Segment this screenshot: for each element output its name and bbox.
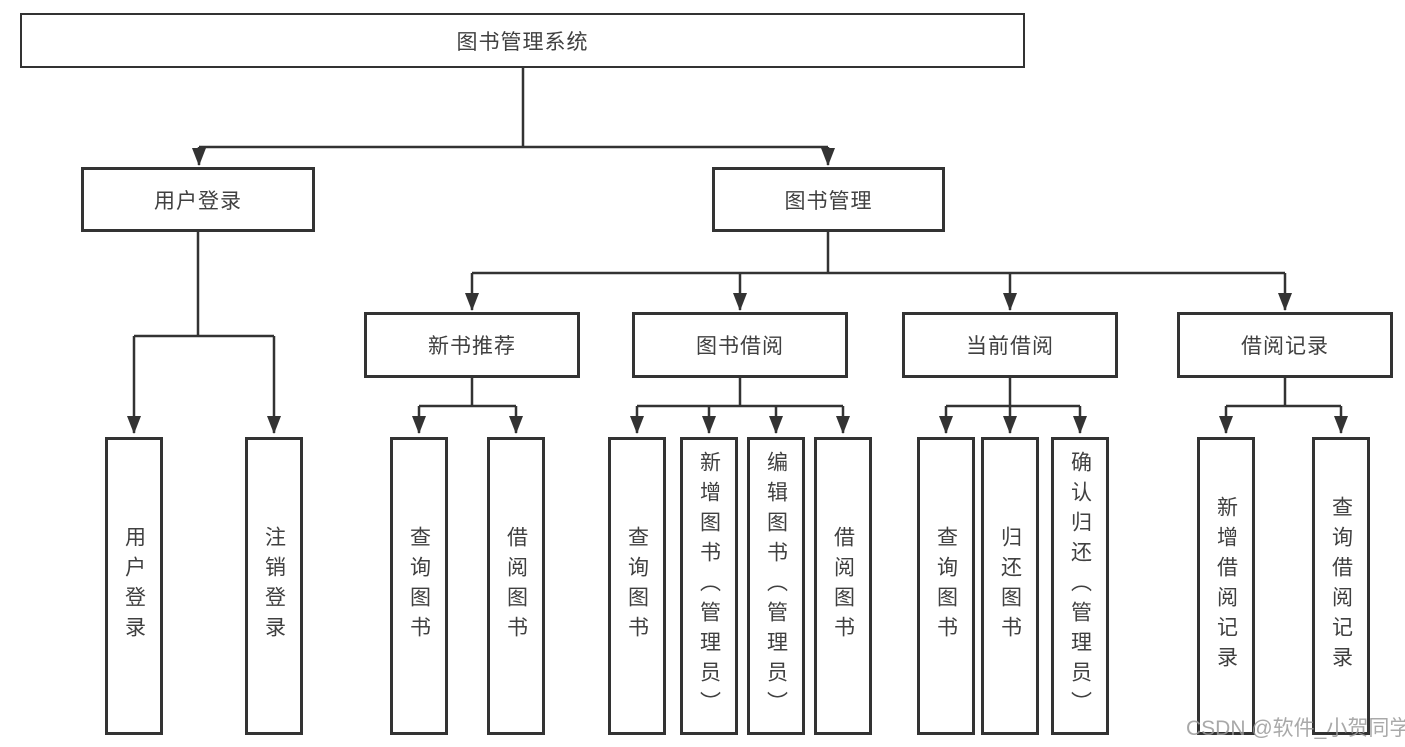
leaf-return-books: 归还图书 [981, 437, 1039, 735]
leaf-user-login-label: 用户登录 [122, 526, 146, 646]
leaf-add-books-admin-label: 新增图书（管理员） [697, 451, 721, 721]
leaf-query-books-2-label: 查询图书 [625, 526, 649, 646]
leaf-logout-label: 注销登录 [262, 526, 286, 646]
leaf-query-books-3: 查询图书 [917, 437, 975, 735]
node-book-management: 图书管理 [712, 167, 945, 232]
leaf-query-books-3-label: 查询图书 [934, 526, 958, 646]
leaf-confirm-return-admin: 确认归还（管理员） [1051, 437, 1109, 735]
node-new-book-recommend-label: 新书推荐 [428, 335, 516, 358]
node-user-login: 用户登录 [81, 167, 315, 232]
leaf-user-login: 用户登录 [105, 437, 163, 735]
node-current-borrowing-label: 当前借阅 [966, 335, 1054, 358]
leaf-query-books-2: 查询图书 [608, 437, 666, 735]
leaf-borrow-books-2: 借阅图书 [814, 437, 872, 735]
leaf-return-books-label: 归还图书 [998, 526, 1022, 646]
leaf-add-borrow-record-label: 新增借阅记录 [1214, 496, 1238, 676]
node-borrowing-records-label: 借阅记录 [1241, 335, 1329, 358]
leaf-logout: 注销登录 [245, 437, 303, 735]
node-root-label: 图书管理系统 [456, 30, 589, 54]
leaf-query-borrow-record: 查询借阅记录 [1312, 437, 1370, 735]
csdn-watermark: CSDN @软件_小贺同学 [1186, 717, 1405, 740]
leaf-confirm-return-admin-label: 确认归还（管理员） [1068, 451, 1092, 721]
leaf-query-books-1: 查询图书 [390, 437, 448, 735]
node-book-borrowing-label: 图书借阅 [696, 335, 784, 358]
leaf-add-borrow-record: 新增借阅记录 [1197, 437, 1255, 735]
leaf-borrow-books-2-label: 借阅图书 [831, 526, 855, 646]
node-current-borrowing: 当前借阅 [902, 312, 1118, 378]
leaf-edit-books-admin-label: 编辑图书（管理员） [764, 451, 788, 721]
leaf-query-borrow-record-label: 查询借阅记录 [1329, 496, 1353, 676]
node-book-borrowing: 图书借阅 [632, 312, 848, 378]
node-root-library-system: 图书管理系统 [20, 13, 1025, 68]
leaf-edit-books-admin: 编辑图书（管理员） [747, 437, 805, 735]
leaf-add-books-admin: 新增图书（管理员） [680, 437, 738, 735]
node-new-book-recommend: 新书推荐 [364, 312, 580, 378]
leaf-query-books-1-label: 查询图书 [407, 526, 431, 646]
leaf-borrow-books-1-label: 借阅图书 [504, 526, 528, 646]
node-borrowing-records: 借阅记录 [1177, 312, 1393, 378]
node-book-management-label: 图书管理 [784, 189, 873, 213]
node-user-login-label: 用户登录 [154, 189, 242, 213]
leaf-borrow-books-1: 借阅图书 [487, 437, 545, 735]
